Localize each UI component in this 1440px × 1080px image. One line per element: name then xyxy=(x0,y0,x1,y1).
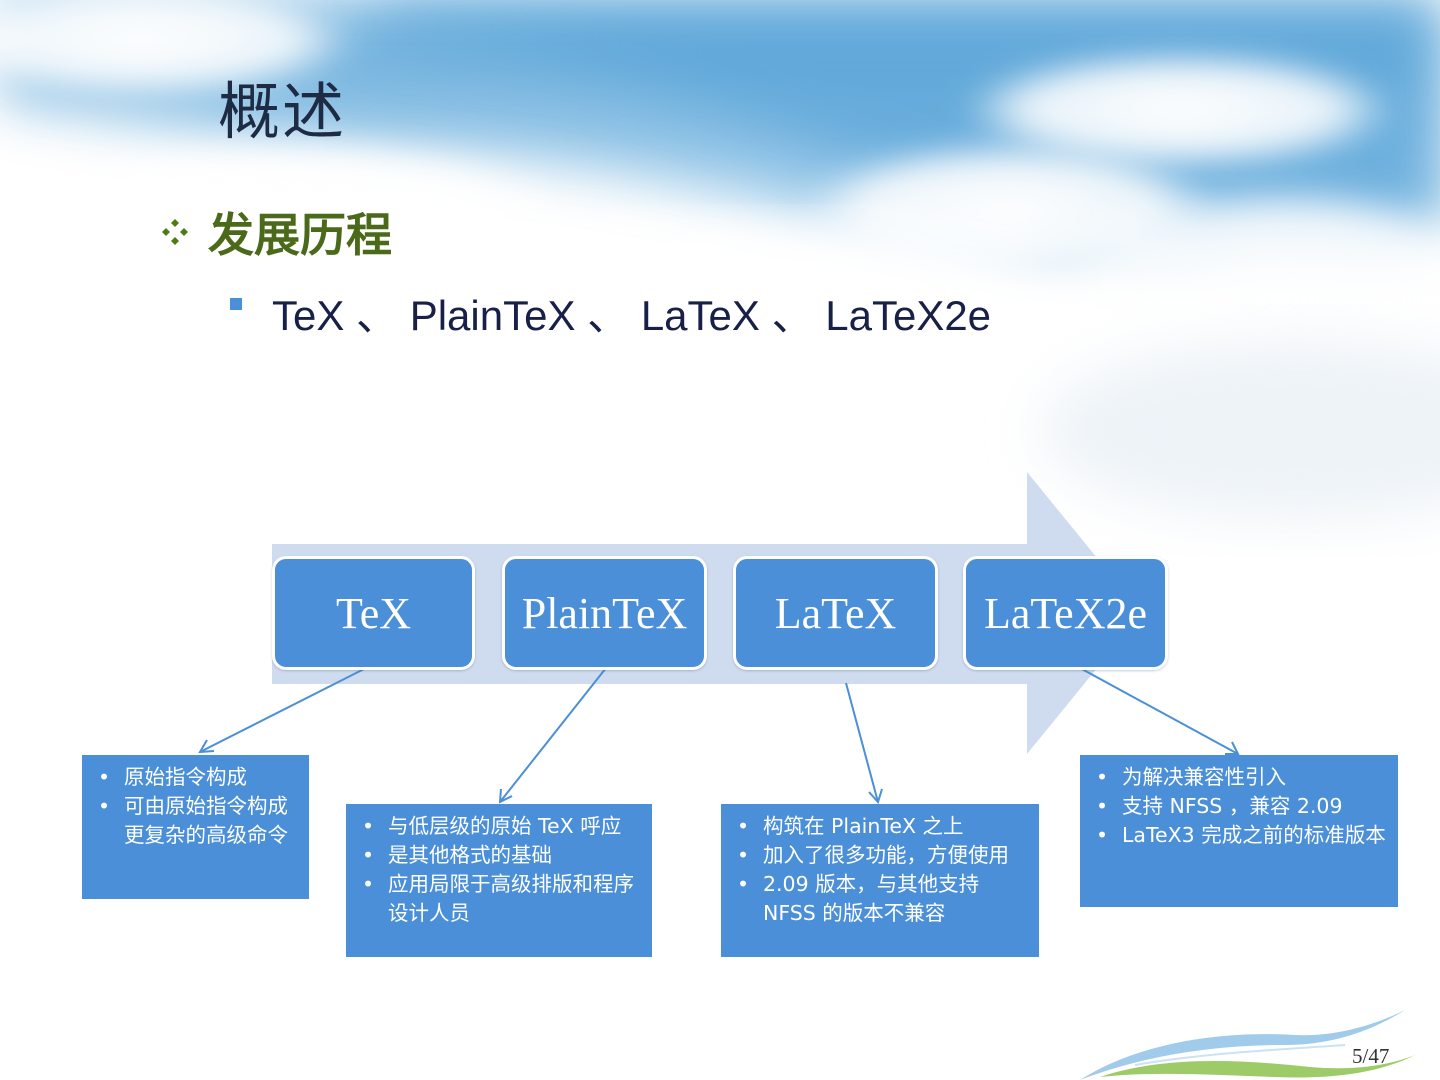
note-item: 支持 NFSS ，兼容 2.09 xyxy=(1094,792,1390,821)
diamond-cluster-icon xyxy=(160,217,208,253)
bullet-level2: TeX 、 PlainTeX 、 LaTeX 、 LaTeX2e xyxy=(230,282,991,343)
slide-title: 概述 xyxy=(218,75,347,148)
stage-box-plaintex: PlainTeX xyxy=(502,556,707,670)
page-number: 5/47 xyxy=(1352,1044,1390,1068)
note-box-tex: 原始指令构成 可由原始指令构成更复杂的高级命令 xyxy=(82,755,309,899)
bullet-level1: 发展历程 xyxy=(160,210,392,261)
note-item: 2.09 版本，与其他支持 NFSS 的版本不兼容 xyxy=(735,870,1031,928)
connector-latex-head xyxy=(868,788,883,804)
connector-latex2e xyxy=(1079,667,1239,755)
decorative-swoosh xyxy=(1080,1010,1415,1080)
stage-box-latex: LaTeX xyxy=(733,556,938,670)
square-bullet-icon xyxy=(230,297,242,310)
note-box-latex: 构筑在 PlainTeX 之上 加入了很多功能，方便使用 2.09 版本，与其他… xyxy=(721,804,1039,957)
connector-plaintex-head xyxy=(498,788,513,804)
note-box-latex2e: 为解决兼容性引入 支持 NFSS ，兼容 2.09 LaTeX3 完成之前的标准… xyxy=(1080,755,1398,907)
bullet-level1-text: 发展历程 xyxy=(208,208,392,262)
connector-tex xyxy=(199,667,367,753)
connector-tex-head xyxy=(198,739,215,754)
note-item: 应用局限于高级排版和程序设计人员 xyxy=(360,870,644,928)
note-box-plaintex: 与低层级的原始 TeX 呼应 是其他格式的基础 应用局限于高级排版和程序设计人员 xyxy=(346,804,652,957)
note-item: LaTeX3 完成之前的标准版本 xyxy=(1094,821,1390,850)
connector-latex2e-head xyxy=(1225,741,1240,755)
connector-plaintex xyxy=(499,667,607,803)
timeline-arrow xyxy=(272,472,1142,754)
note-item: 加入了很多功能，方便使用 xyxy=(735,841,1031,870)
bullet-level2-text: TeX 、 PlainTeX 、 LaTeX 、 LaTeX2e xyxy=(272,292,992,339)
note-item: 为解决兼容性引入 xyxy=(1094,763,1390,792)
note-item: 是其他格式的基础 xyxy=(360,841,644,870)
note-item: 构筑在 PlainTeX 之上 xyxy=(735,812,1031,841)
note-item: 与低层级的原始 TeX 呼应 xyxy=(360,812,644,841)
note-item: 可由原始指令构成更复杂的高级命令 xyxy=(96,792,301,850)
stage-box-tex: TeX xyxy=(272,556,475,670)
note-item: 原始指令构成 xyxy=(96,763,301,792)
connector-latex xyxy=(845,682,879,803)
stage-box-latex2e: LaTeX2e xyxy=(963,556,1168,670)
